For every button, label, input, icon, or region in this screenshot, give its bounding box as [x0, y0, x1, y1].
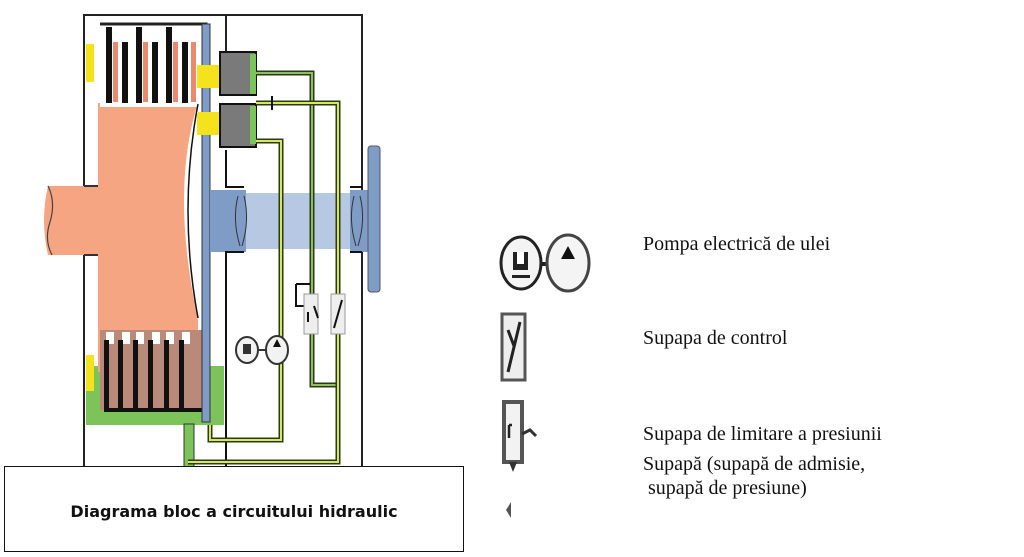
legend-label-control-valve: Supapa de control — [643, 327, 788, 349]
check-valve-icon — [506, 502, 511, 518]
diagram-caption: Diagrama bloc a circuitului hidraulic — [70, 501, 398, 521]
yellow-pad-left-bottom — [86, 355, 94, 391]
legend-label-check-valve: Supapă (supapă de admisie, supapă de pre… — [643, 453, 866, 499]
yellow-pad-left-top — [86, 44, 94, 82]
output-shaft-left — [210, 190, 246, 252]
actuator-yellow-top — [197, 65, 221, 88]
output-flange — [367, 145, 381, 293]
pressure-limiting-valve — [330, 293, 346, 335]
hydraulic-lines — [188, 70, 341, 465]
legend-label-pressure-limiting-valve: Supapa de limitare a presiunii — [643, 423, 882, 445]
lower-clutch-plates — [100, 330, 206, 412]
clutch-hub — [44, 103, 198, 320]
electric-oil-pump-icon — [499, 233, 591, 293]
control-valve-icon — [500, 312, 527, 382]
control-valve — [303, 293, 319, 335]
electric-oil-pump — [235, 335, 289, 365]
upper-clutch-plates — [100, 22, 208, 107]
pressure-limiting-valve-icon — [502, 400, 538, 472]
output-shaft-right — [350, 190, 368, 252]
legend-label-pump: Pompa electrică de ulei — [643, 233, 831, 255]
actuator-yellow-bottom — [197, 112, 221, 135]
caption-box: Diagrama bloc a circuitului hidraulic — [4, 466, 464, 552]
